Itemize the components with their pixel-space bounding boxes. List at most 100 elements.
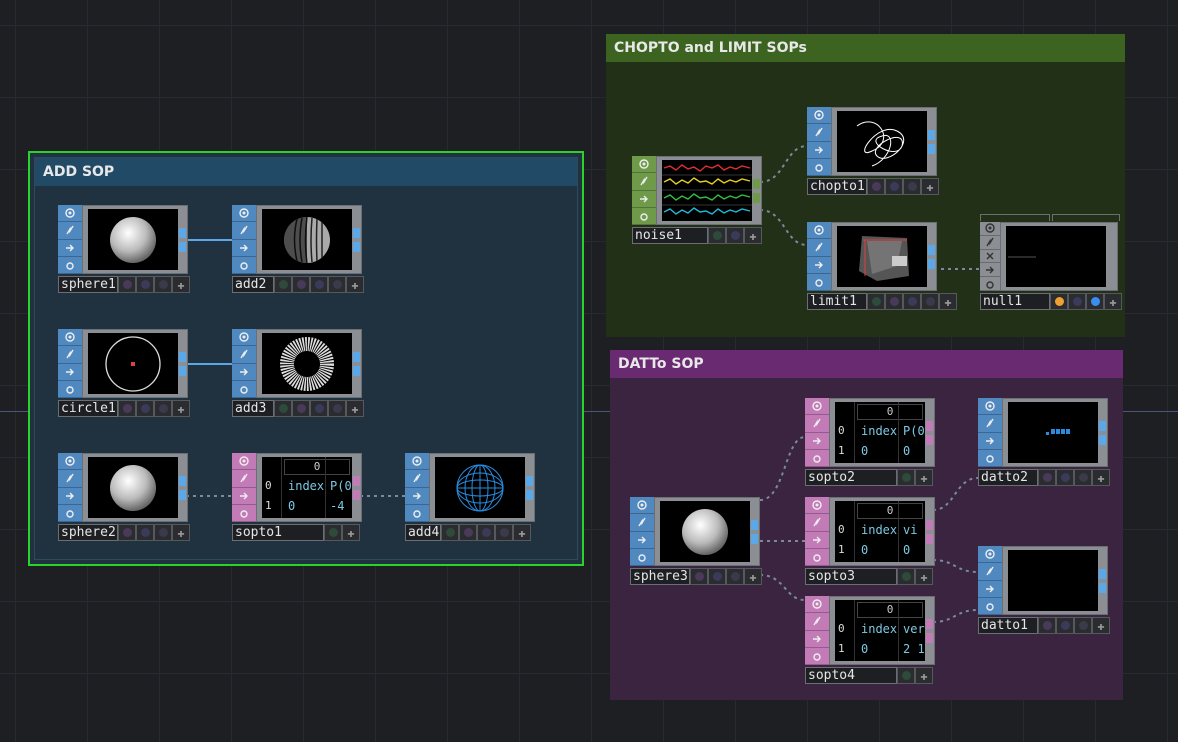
output-connector[interactable] (928, 245, 935, 255)
node-viewer[interactable] (654, 497, 760, 566)
output-connector[interactable] (928, 130, 935, 140)
viewer-active-button[interactable]: ✚ (1092, 469, 1110, 486)
render-flag-button[interactable] (708, 568, 726, 585)
template-flag-button[interactable] (726, 568, 744, 585)
node-name-label[interactable]: datto1 (978, 617, 1038, 634)
operator-tabs[interactable] (58, 453, 82, 522)
node-viewer[interactable] (831, 222, 937, 291)
output-connector[interactable] (353, 242, 360, 252)
output-connector[interactable] (179, 490, 186, 500)
cook-icon[interactable] (978, 563, 1002, 581)
lock-icon[interactable] (807, 274, 831, 291)
template-flag-button[interactable] (154, 524, 172, 541)
output-connector[interactable] (1099, 435, 1106, 445)
display-flag-button[interactable] (118, 276, 136, 293)
node-name-label[interactable]: noise1 (632, 227, 708, 244)
cook-icon[interactable] (805, 514, 829, 532)
node-name-label[interactable]: sopto1 (232, 524, 324, 541)
node-viewer[interactable]: 0 0 index ver 1 0 2 1 (829, 596, 935, 665)
output-connector[interactable] (926, 619, 933, 629)
display-flag-button[interactable] (690, 568, 708, 585)
viewer-toggle-icon[interactable] (232, 329, 256, 347)
operator-tabs[interactable] (980, 222, 1000, 291)
output-connector[interactable] (926, 421, 933, 431)
output-connector[interactable] (179, 366, 186, 376)
display-flag-button[interactable] (708, 227, 726, 244)
viewer-active-button[interactable]: ✚ (172, 276, 190, 293)
render-flag-button[interactable] (136, 524, 154, 541)
output-connector[interactable] (179, 352, 186, 362)
bypass-flag-button[interactable] (274, 276, 292, 293)
viewer-active-button[interactable]: ✚ (172, 400, 190, 417)
render-flag-button[interactable] (310, 276, 328, 293)
node-name-label[interactable]: sphere2 (58, 524, 118, 541)
node-viewer[interactable] (1000, 222, 1118, 291)
node-name-label[interactable]: null1 (980, 293, 1050, 310)
operator-tabs[interactable] (978, 398, 1002, 467)
node-name-label[interactable]: sphere1 (58, 276, 118, 293)
export-arrow-icon[interactable] (232, 364, 256, 381)
display-flag-button[interactable] (897, 568, 915, 585)
display-flag-button[interactable] (324, 524, 342, 541)
operator-tabs[interactable] (232, 329, 256, 398)
operator-tabs[interactable] (232, 453, 256, 522)
display-flag-button[interactable] (292, 276, 310, 293)
export-arrow-icon[interactable] (630, 532, 654, 549)
lock-icon[interactable] (978, 450, 1002, 467)
node-viewer[interactable] (82, 453, 188, 522)
lock-icon[interactable] (58, 505, 82, 522)
viewer-active-button[interactable]: ✚ (346, 276, 364, 293)
display-flag-button[interactable] (118, 400, 136, 417)
node-viewer[interactable] (656, 156, 762, 225)
output-connector[interactable] (926, 520, 933, 530)
render-flag-button[interactable] (477, 524, 495, 541)
cook-icon[interactable] (232, 470, 256, 488)
lock-icon[interactable] (232, 257, 256, 274)
viewer-toggle-icon[interactable] (978, 546, 1002, 564)
cook-icon[interactable] (232, 346, 256, 364)
display-flag-button[interactable] (459, 524, 477, 541)
viewer-toggle-icon[interactable] (58, 453, 82, 471)
output-connector[interactable] (353, 228, 360, 238)
node-viewer[interactable] (1002, 546, 1108, 615)
cook-icon[interactable] (805, 613, 829, 631)
cook-icon[interactable] (58, 346, 82, 364)
viewer-toggle-icon[interactable] (807, 222, 831, 240)
export-arrow-icon[interactable] (807, 142, 831, 159)
viewer-toggle-icon[interactable] (405, 453, 429, 471)
lock-icon[interactable] (58, 257, 82, 274)
node-viewer[interactable] (82, 329, 188, 398)
lock-icon[interactable] (805, 648, 829, 665)
operator-tabs[interactable] (232, 205, 256, 274)
node-viewer[interactable]: 0 0 index P(0 1 0 -4 (256, 453, 362, 522)
cook-icon[interactable] (405, 470, 429, 488)
render-flag-button[interactable] (885, 178, 903, 195)
render-flag-button[interactable] (136, 400, 154, 417)
display-flag-button[interactable] (118, 524, 136, 541)
node-viewer[interactable]: 0 0 index P(0 1 0 0 (829, 398, 935, 467)
template-flag-button[interactable] (1074, 617, 1092, 634)
export-arrow-icon[interactable] (805, 631, 829, 648)
viewer-active-button[interactable]: ✚ (744, 568, 762, 585)
export-arrow-icon[interactable] (632, 191, 656, 208)
export-arrow-icon[interactable] (58, 488, 82, 505)
export-arrow-icon[interactable] (405, 488, 429, 505)
node-viewer[interactable] (429, 453, 535, 522)
render-flag-button[interactable] (1068, 293, 1086, 310)
viewer-active-button[interactable]: ✚ (915, 568, 933, 585)
node-name-label[interactable]: datto2 (978, 469, 1038, 486)
display-flag-button[interactable] (1050, 293, 1068, 310)
output-connector[interactable] (353, 352, 360, 362)
export-arrow-icon[interactable] (805, 532, 829, 549)
viewer-toggle-icon[interactable] (630, 497, 654, 515)
output-connector[interactable] (926, 435, 933, 445)
output-connector[interactable] (926, 633, 933, 643)
lock-icon[interactable] (807, 159, 831, 176)
lock-icon[interactable] (805, 549, 829, 566)
cook-icon[interactable] (232, 222, 256, 240)
export-arrow-icon[interactable] (807, 257, 831, 274)
output-connector[interactable] (1099, 583, 1106, 593)
display-flag-button[interactable] (867, 178, 885, 195)
cook-icon[interactable] (58, 222, 82, 240)
output-connector[interactable] (926, 534, 933, 544)
